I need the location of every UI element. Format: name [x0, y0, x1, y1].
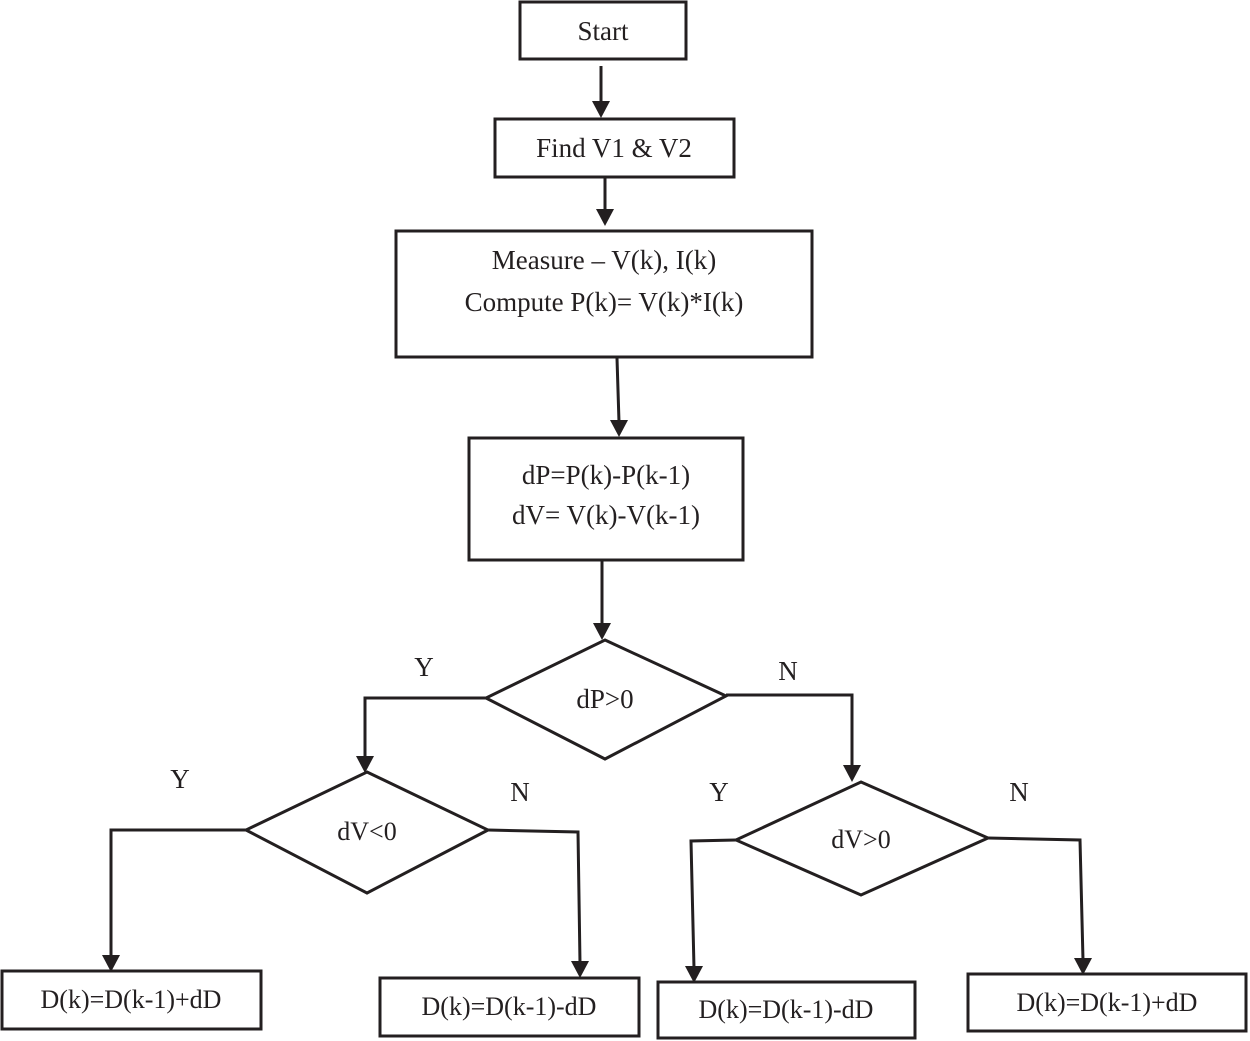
arrowhead-dvneg	[356, 756, 374, 773]
arrowhead-find	[592, 101, 610, 118]
decision-dp: dP>0	[482, 638, 730, 761]
output-node-1: D(k)=D(k-1)+dD	[0, 969, 263, 1031]
connector-dvpos-yes	[689, 838, 737, 969]
arrowhead-out3	[685, 966, 703, 983]
branch-labels: Y N Y N Y N	[170, 652, 1029, 807]
diff-line1: dP=P(k)-P(k-1)	[522, 460, 690, 490]
find-node: Find V1 & V2	[493, 117, 736, 179]
output-node-3: D(k)=D(k-1)-dD	[656, 980, 917, 1040]
measure-line1: Measure – V(k), I(k)	[492, 245, 716, 275]
measure-node: Measure – V(k), I(k) Compute P(k)= V(k)*…	[394, 229, 814, 359]
decision-dp-label: dP>0	[576, 684, 633, 714]
output-1-label: D(k)=D(k-1)+dD	[41, 985, 222, 1014]
connector-dp-yes	[363, 696, 486, 758]
decision-dv-negative: dV<0	[242, 770, 492, 895]
output-4-label: D(k)=D(k-1)+dD	[1017, 988, 1198, 1017]
connector-dvneg-yes	[109, 828, 246, 957]
branch-dvneg-no: N	[510, 777, 530, 807]
output-node-2: D(k)=D(k-1)-dD	[378, 976, 641, 1038]
arrowhead-decision-dp	[593, 623, 611, 640]
output-2-label: D(k)=D(k-1)-dD	[422, 992, 597, 1021]
start-node: Start	[518, 0, 688, 61]
arrowhead-out1	[102, 955, 120, 972]
start-label: Start	[578, 16, 629, 46]
connector-measure-diff	[615, 357, 621, 423]
connector-dp-no	[726, 693, 854, 767]
arrowhead-diff	[610, 420, 628, 437]
branch-dvpos-no: N	[1009, 777, 1029, 807]
decision-dv-positive-label: dV>0	[831, 825, 890, 854]
branch-dp-yes: Y	[414, 652, 434, 682]
arrowhead-measure	[596, 209, 614, 226]
branch-dp-no: N	[778, 656, 798, 686]
measure-line2: Compute P(k)= V(k)*I(k)	[465, 287, 744, 317]
connector-dvpos-no	[987, 836, 1085, 961]
decision-dv-positive: dV>0	[732, 780, 992, 897]
output-node-4: D(k)=D(k-1)+dD	[966, 972, 1248, 1033]
branch-dvpos-yes: Y	[709, 777, 729, 807]
branch-dvneg-yes: Y	[170, 764, 190, 794]
diff-line2: dV= V(k)-V(k-1)	[512, 500, 700, 530]
diff-node: dP=P(k)-P(k-1) dV= V(k)-V(k-1)	[467, 436, 745, 562]
connector-dvneg-no	[487, 828, 582, 964]
connectors	[102, 66, 1092, 983]
decision-dv-negative-label: dV<0	[337, 817, 396, 846]
output-3-label: D(k)=D(k-1)-dD	[699, 995, 874, 1024]
arrowhead-out2	[571, 961, 589, 978]
arrowhead-out4	[1074, 958, 1092, 975]
find-label: Find V1 & V2	[536, 133, 692, 163]
arrowhead-dvpos	[843, 765, 861, 782]
